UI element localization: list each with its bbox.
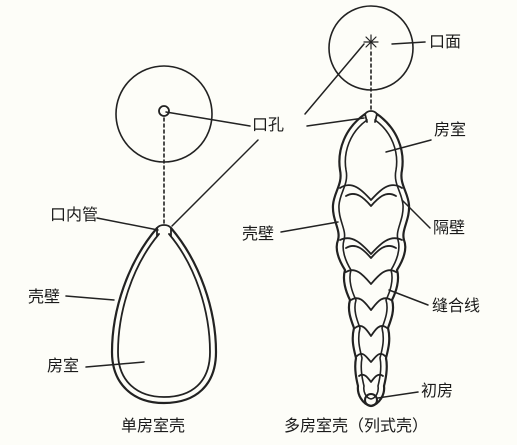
leader-lines [66,42,431,398]
label-suture: 缝合线 [432,298,480,314]
caption-multi-chamber: 多房室壳（列式壳） [284,418,428,434]
single-outer-wall [112,228,216,403]
multi-aperture-star [364,35,378,49]
single-aperture-hole [159,106,169,116]
label-wall-single: 壳壁 [28,289,60,305]
label-inner-tube: 口内管 [50,207,98,223]
label-aperture-face: 口面 [429,34,461,50]
label-aperture: 口孔 [252,117,284,133]
multi-aperture-tube [365,111,377,122]
label-chamber-single: 房室 [47,358,79,374]
multi-inner-outline [339,120,403,399]
single-chamber-shell [112,66,216,403]
label-septum: 隔壁 [433,220,465,236]
label-wall-multi: 壳壁 [242,226,274,242]
single-inner-wall [118,234,210,397]
multi-proloculus [365,394,377,406]
label-chamber-multi: 房室 [434,122,466,138]
label-proloculus: 初房 [421,383,453,399]
multi-septa [340,185,402,382]
caption-single-chamber: 单房室壳 [121,418,185,434]
multi-chamber-shell [329,6,413,406]
